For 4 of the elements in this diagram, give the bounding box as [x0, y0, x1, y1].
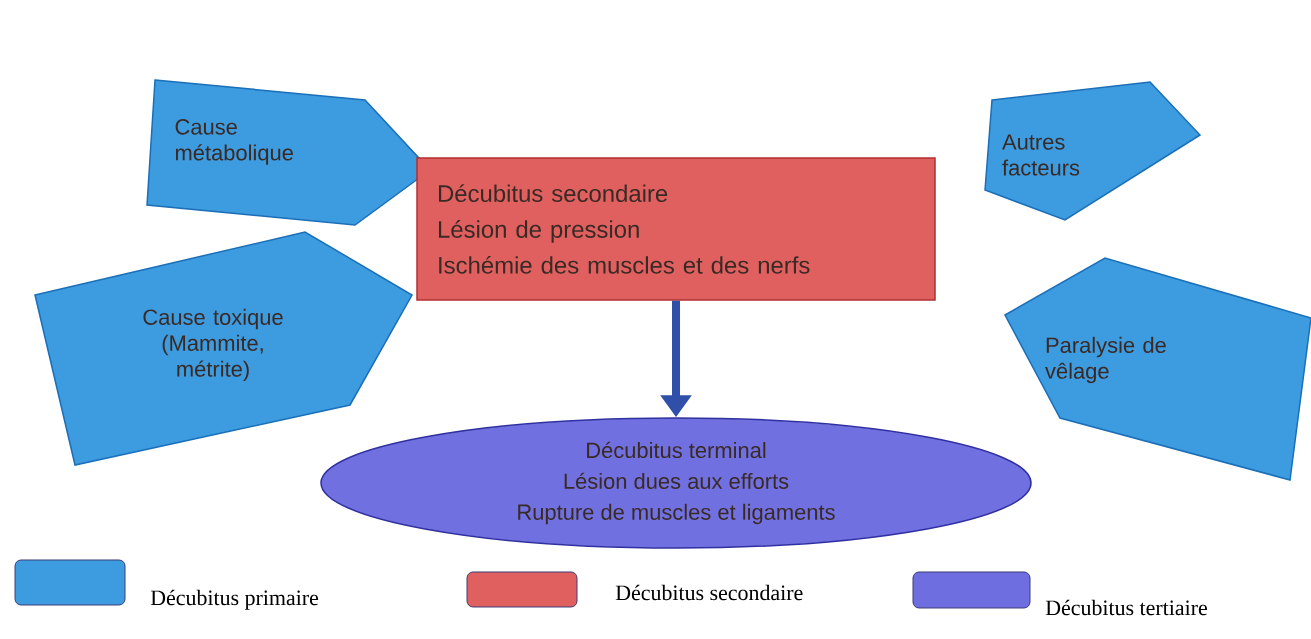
- legend-label: Décubitus primaire: [150, 589, 319, 610]
- legend-label: Décubitus tertiaire: [1045, 599, 1207, 616]
- process-box: Décubitus secondaire Lésion de pression Ischémie des muscles et des nerfs: [416, 157, 936, 301]
- legend-label: Décubitus secondaire: [615, 584, 803, 601]
